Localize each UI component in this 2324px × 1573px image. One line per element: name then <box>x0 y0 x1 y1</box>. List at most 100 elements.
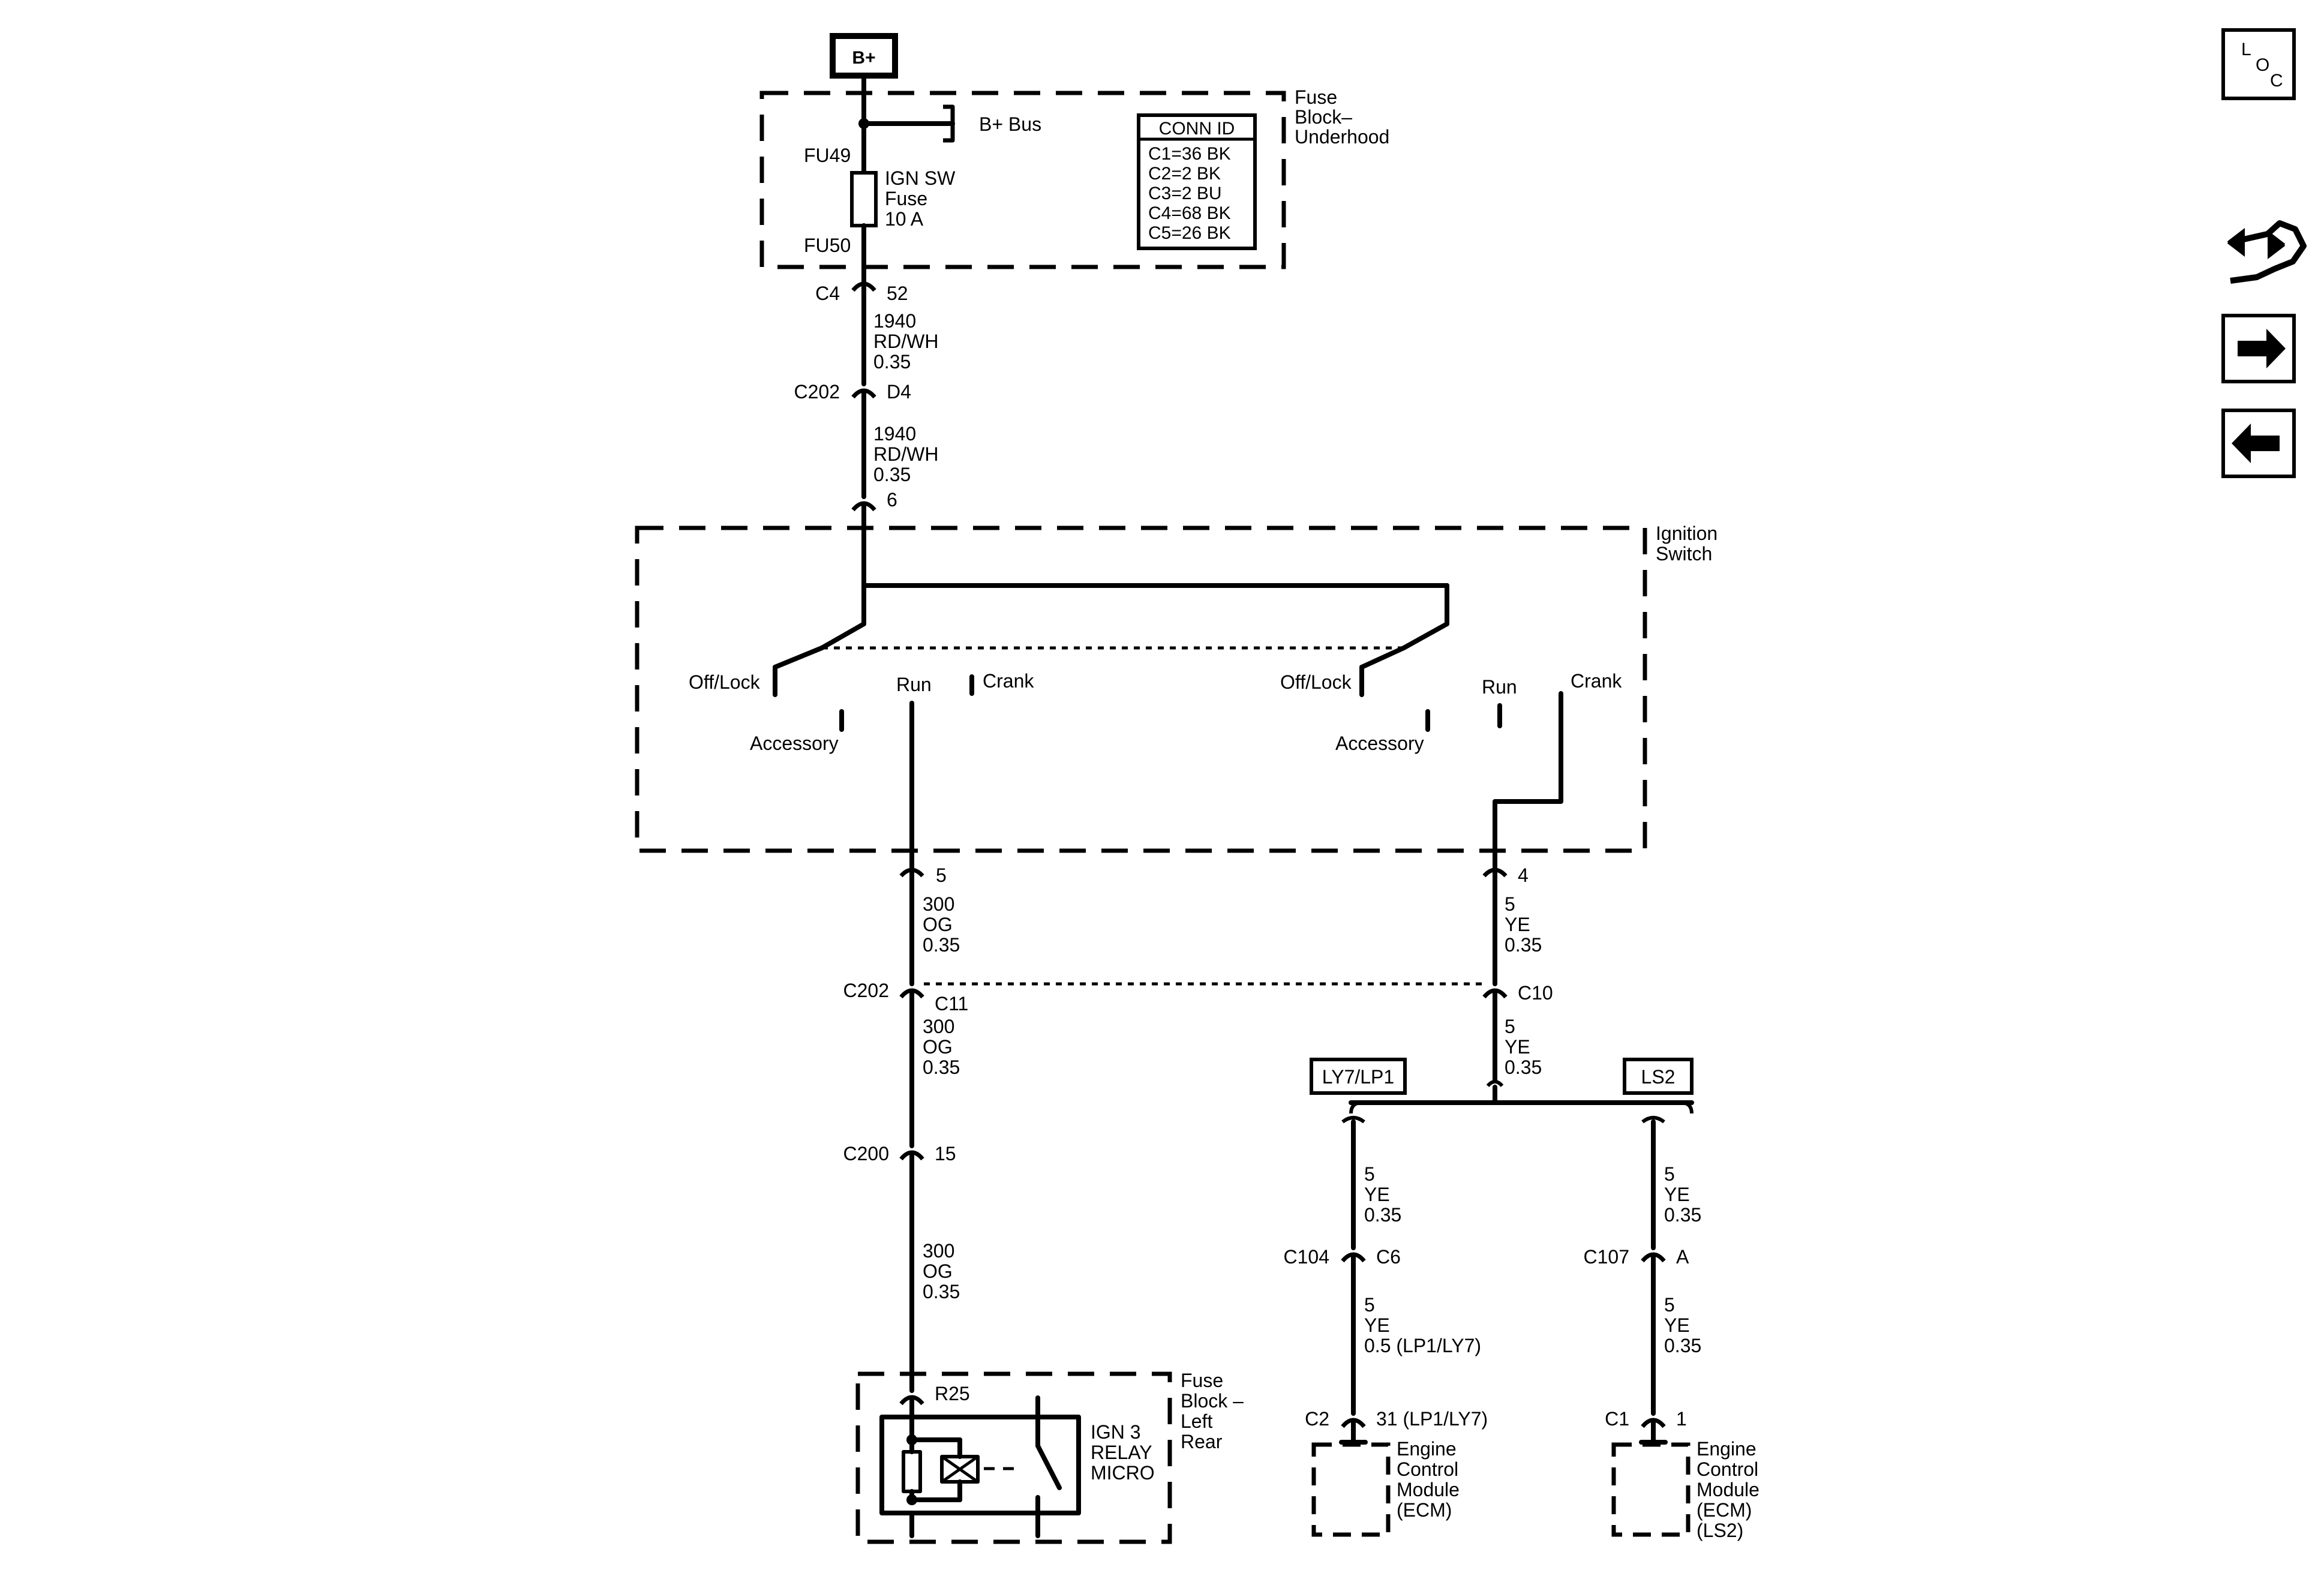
conn-id-row: C3=2 BU <box>1148 184 1222 203</box>
wire-9-size: 0.5 (LP1/LY7) <box>1364 1335 1481 1356</box>
wire-8-color: YE <box>1364 1184 1390 1205</box>
ignition-pin-5: 5 <box>936 864 947 886</box>
wire-4-circuit: 300 <box>923 1016 954 1037</box>
fuse-label-2: Fuse <box>885 188 927 209</box>
relay-coil-cross-2 <box>941 1455 979 1484</box>
connector-r25-pin: R25 <box>935 1383 970 1404</box>
wire-8-size: 0.35 <box>1364 1204 1401 1226</box>
fuse-label-3: 10 A <box>885 208 924 230</box>
ignition-switch-arm-left <box>819 622 866 650</box>
connector-c202-c10-symbol <box>1482 988 1508 999</box>
connector-view-icon <box>2229 220 2307 284</box>
fuse-block-underhood-outline <box>759 91 1286 269</box>
wire-3-size: 0.35 <box>923 934 960 956</box>
wire-3-color: OG <box>923 914 953 935</box>
connector-c104-pin: C6 <box>1376 1246 1401 1268</box>
locator-button-frame[interactable] <box>2221 28 2296 100</box>
ecm-right-label-3: Module <box>1697 1479 1759 1500</box>
fuse-block-left-rear-title-4: Rear <box>1181 1431 1223 1452</box>
wire-2-color: RD/WH <box>873 443 938 465</box>
wire-6-circuit: 5 <box>1505 893 1515 915</box>
wire-8-circuit: 5 <box>1364 1163 1375 1185</box>
relay-label-1: IGN 3 <box>1091 1421 1141 1443</box>
connector-c107-pin: A <box>1676 1246 1689 1268</box>
wire-1-size: 0.35 <box>873 351 911 373</box>
relay-label-2: RELAY <box>1091 1442 1152 1463</box>
connector-c104-name: C104 <box>1284 1246 1330 1268</box>
connector-c4-name: C4 <box>815 283 840 304</box>
connector-ecm-c2-name: C2 <box>1305 1408 1329 1430</box>
fu49-label: FU49 <box>804 145 851 166</box>
b-plus-bus-label: B+ Bus <box>979 113 1041 135</box>
previous-page-button[interactable] <box>2221 409 2296 478</box>
connector-ecm-c1-pin: 1 <box>1676 1408 1687 1430</box>
ignition-left-off-lock: Off/Lock <box>689 671 761 693</box>
wire-6-color: YE <box>1505 914 1530 935</box>
fuse-block-left-rear-title-1: Fuse <box>1181 1370 1223 1391</box>
wire-2-size: 0.35 <box>873 464 911 485</box>
wire-11-size: 0.35 <box>1664 1335 1701 1356</box>
wire-4-size: 0.35 <box>923 1056 960 1078</box>
option-ls2-box <box>1623 1058 1694 1095</box>
locator-button[interactable]: L O C <box>2221 28 2296 100</box>
conn-id-header: CONN ID <box>1159 119 1235 139</box>
wire-10-color: YE <box>1664 1184 1690 1205</box>
relay-resistor-icon <box>902 1450 922 1493</box>
wire-1-circuit: 1940 <box>873 310 916 332</box>
locator-letter-l: L <box>2241 40 2251 59</box>
wire-5-color: OG <box>923 1260 953 1282</box>
relay-contact-arm <box>1035 1443 1062 1490</box>
wire-1-color: RD/WH <box>873 331 938 352</box>
ignition-switch-title-1: Ignition <box>1656 523 1718 544</box>
connector-c200-symbol <box>899 1150 924 1161</box>
option-ly7-lp1-box <box>1310 1058 1407 1095</box>
ignition-switch-arm-right <box>1401 622 1449 650</box>
option-bus-right-curl <box>1680 1101 1694 1114</box>
ignition-switch-outline <box>635 526 1647 853</box>
ecm-right-label-1: Engine <box>1697 1438 1756 1460</box>
option-left-split-symbol <box>1341 1116 1365 1124</box>
wire-9-circuit: 5 <box>1364 1294 1375 1316</box>
ignition-pin-4: 4 <box>1518 864 1529 886</box>
ignition-left-accessory: Accessory <box>750 733 839 754</box>
connector-c4-symbol <box>851 281 876 292</box>
wire-9-color: YE <box>1364 1314 1390 1336</box>
ignition-right-crank: Crank <box>1571 670 1622 692</box>
connector-r25-symbol <box>899 1395 924 1406</box>
locator-letter-c: C <box>2270 71 2283 91</box>
conn-id-row: C2=2 BK <box>1148 164 1221 184</box>
next-page-button[interactable] <box>2221 314 2296 383</box>
connector-view-arrow-right-icon <box>2268 230 2286 260</box>
connector-c107-name: C107 <box>1584 1246 1630 1268</box>
ecm-left-label-1: Engine <box>1397 1438 1457 1460</box>
fuse-block-left-rear-title-2: Block – <box>1181 1390 1244 1412</box>
ecm-right-label-2: Control <box>1697 1458 1758 1480</box>
conn-id-table <box>1137 113 1257 250</box>
conn-id-row: C5=26 BK <box>1148 223 1231 243</box>
wire-7-color: YE <box>1505 1036 1530 1058</box>
fu50-label: FU50 <box>804 235 851 256</box>
connector-c107-symbol <box>1641 1252 1666 1263</box>
ignition-right-run: Run <box>1482 676 1517 698</box>
conn-id-row: C4=68 BK <box>1148 203 1231 223</box>
option-ls2-label: LS2 <box>1641 1066 1676 1088</box>
relay-label-3: MICRO <box>1091 1462 1155 1484</box>
ignition-switch-title-2: Switch <box>1656 543 1712 565</box>
connector-c202-top-symbol <box>851 388 876 399</box>
locator-letter-o: O <box>2256 55 2269 75</box>
fuse-block-underhood-title-2: Block– <box>1295 106 1352 128</box>
connector-ecm-c2-symbol <box>1341 1418 1366 1428</box>
connector-ecm-c1-name: C1 <box>1605 1408 1629 1430</box>
arrow-left-icon <box>2232 424 2280 463</box>
option-bus-left-curl <box>1349 1101 1362 1114</box>
connector-view-button[interactable] <box>2227 220 2307 284</box>
ignition-switch-arm-left-tip <box>773 646 824 670</box>
connector-view-arrow-left-icon <box>2227 227 2245 257</box>
conn-id-row: C1=36 BK <box>1148 144 1231 164</box>
option-ly7-lp1-label: LY7/LP1 <box>1322 1066 1394 1088</box>
connector-c4-pin: 52 <box>887 283 908 304</box>
connector-ecm-c2-pin: 31 (LP1/LY7) <box>1376 1408 1488 1430</box>
ignition-left-run: Run <box>896 674 932 695</box>
ignition-pin-6: 6 <box>887 489 897 511</box>
